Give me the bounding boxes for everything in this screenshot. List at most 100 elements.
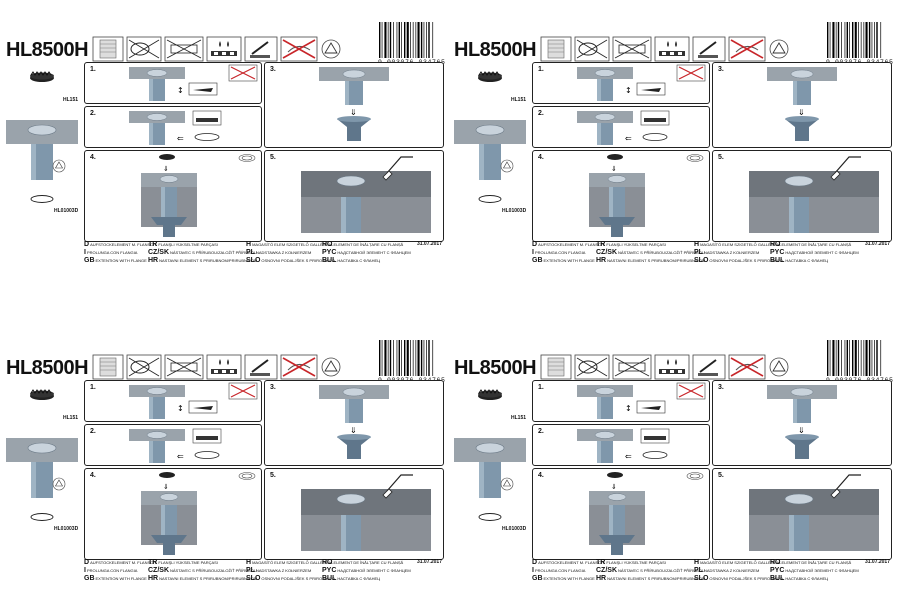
- legend-SLO: SLOOSNOVNI PODALJŠEK S PRIROBNICO: [246, 575, 335, 582]
- o-ring-part: [478, 195, 502, 203]
- crossed-pipe-icon: [164, 354, 204, 380]
- step-5-illustration: [301, 474, 431, 551]
- svg-text:⇓: ⇓: [798, 426, 805, 435]
- step-number: 5.: [270, 472, 276, 479]
- step-4-illustration: ⇓: [589, 154, 704, 237]
- barcode: [827, 340, 882, 376]
- part-label-bottom: HL01003D: [54, 208, 79, 214]
- print-date: 31.07.2017: [864, 559, 890, 565]
- legend-PYC: PYCНАДСТАВНОЙ ЭЛЕМЕНТ С ФЛАНЦЕМ: [322, 249, 411, 256]
- legend-GB: GBEXTENTION WITH FLANGE: [532, 575, 595, 582]
- legend-H: HMAGASÍTÓ ELEM SZIGETELŐ GALLÉRRAL: [246, 241, 334, 248]
- legend-SLO: SLOOSNOVNI PODALJŠEK S PRIROBNICO: [246, 257, 335, 264]
- flange-extension-part: [6, 438, 78, 498]
- no-pour-icon: [280, 354, 318, 380]
- step-number: 3.: [718, 66, 724, 73]
- legend-D: DAUFSTOCKELEMENT M. FLANSCH: [84, 241, 156, 248]
- legend-BUL: BULНАСТАВКА С ФЛАНЕЦ: [322, 575, 381, 582]
- legend-HR: HRNASTAVNI ELEMENT S PRIRUBNOM/PRIRUBNIC…: [596, 257, 706, 264]
- part-label-top: HL151: [511, 97, 527, 103]
- legend-HR: HRNASTAVNI ELEMENT S PRIRUBNOM/PRIRUBNIC…: [596, 575, 706, 582]
- svg-text:⇐: ⇐: [177, 134, 184, 143]
- no-drain-icon: [574, 36, 610, 62]
- parts-column: HL151 HL01003D: [454, 66, 530, 216]
- step-2-illustration: ⇐: [129, 110, 222, 145]
- legend-GB: GBEXTENTION WITH FLANGE: [84, 575, 147, 582]
- sealing-ring-part: [30, 389, 54, 400]
- step-number: 5.: [270, 154, 276, 161]
- legend-HR: HRNASTAVNI ELEMENT S PRIRUBNOM/PRIRUBNIC…: [148, 257, 258, 264]
- part-label-top: HL151: [511, 415, 527, 421]
- step-4-illustration: ⇓: [589, 472, 704, 555]
- legend-D: DAUFSTOCKELEMENT M. FLANSCH: [532, 559, 604, 566]
- svg-text:⇐: ⇐: [625, 452, 632, 461]
- legend-BUL: BULНАСТАВКА С ФЛАНЕЦ: [770, 257, 829, 264]
- grate-icon: [540, 36, 572, 62]
- step-1-illustration: ↕: [129, 382, 258, 419]
- no-pour-icon: [728, 36, 766, 62]
- sealant-tool-icon: [244, 354, 278, 380]
- legend-CZSK: CZ/SKNÁSTAVEC S PŘÍRUBOU/ZALOŽIŤ PŘÍRUBO…: [596, 249, 705, 256]
- barcode: [379, 340, 434, 376]
- legend-RO: ROELEMENT DE ÎNĂLȚARE CU FLANȘĂ: [770, 559, 852, 566]
- instruction-sheet: HL8500H: [6, 340, 446, 612]
- legend-CZSK: CZ/SKNÁSTAVEC S PŘÍRUBOU/ZALOŽIŤ PŘÍRUBO…: [148, 567, 257, 574]
- step-3-illustration: ⇓: [319, 67, 389, 141]
- legend-PL: PLNADSTAWKA Z KOŁNIERZEM: [246, 249, 312, 256]
- step-4-illustration: ⇓: [141, 154, 256, 237]
- svg-text:⇓: ⇓: [798, 108, 805, 117]
- svg-text:⇓: ⇓: [350, 426, 357, 435]
- step-1-panel: 1. ↕: [532, 380, 710, 422]
- step-4-panel: 4. ⇓: [532, 150, 710, 242]
- step-1-panel: 1. ↕: [84, 62, 262, 104]
- svg-text:⇓: ⇓: [350, 108, 357, 117]
- legend-I: IPROLUNGA CON FLANGIA: [532, 567, 586, 574]
- symbol-strip: [540, 36, 789, 62]
- legend-CZSK: CZ/SKNÁSTAVEC S PŘÍRUBOU/ZALOŽIŤ PŘÍRUBO…: [148, 249, 257, 256]
- step-2-illustration: ⇐: [129, 428, 222, 463]
- instruction-sheet: HL8500H: [6, 22, 446, 294]
- step-2-panel: 2. ⇐: [532, 106, 710, 148]
- barcode: [379, 22, 434, 58]
- legend-PYC: PYCНАДСТАВНОЙ ЭЛЕМЕНТ С ФЛАНЦЕМ: [770, 249, 859, 256]
- waterproofing-icon: [206, 354, 242, 380]
- barcode: [827, 22, 882, 58]
- step-1-panel: 1. ↕: [84, 380, 262, 422]
- step-4-illustration: ⇓: [141, 472, 256, 555]
- step-1-illustration: ↕: [577, 382, 706, 419]
- model-number: HL8500H: [454, 39, 537, 61]
- part-label-bottom: HL01003D: [502, 526, 527, 532]
- svg-text:↕: ↕: [177, 86, 184, 95]
- legend-PL: PLNADSTAWKA Z KOŁNIERZEM: [694, 567, 760, 574]
- no-drain-icon: [126, 36, 162, 62]
- step-3-illustration: ⇓: [767, 67, 837, 141]
- o-ring-part: [30, 513, 54, 521]
- step-number: 4.: [538, 472, 544, 479]
- step-5-panel: 5.: [712, 150, 892, 242]
- recycle-triangle-icon: [321, 39, 341, 59]
- legend-SLO: SLOOSNOVNI PODALJŠEK S PRIROBNICO: [694, 257, 783, 264]
- legend-TR: TRFLANŞLI YÜKSELTME PARÇASI: [596, 241, 666, 248]
- model-number: HL8500H: [6, 39, 89, 61]
- o-ring-part: [478, 513, 502, 521]
- legend-BUL: BULНАСТАВКА С ФЛАНЕЦ: [322, 257, 381, 264]
- parts-illustration: [454, 71, 526, 203]
- part-label-bottom: HL01003D: [54, 526, 79, 532]
- svg-text:⇐: ⇐: [177, 452, 184, 461]
- svg-text:⇐: ⇐: [625, 134, 632, 143]
- svg-text:⇓: ⇓: [611, 483, 617, 491]
- parts-column: HL151 HL01003D: [6, 384, 82, 534]
- step-number: 1.: [90, 384, 96, 391]
- part-label-bottom: HL01003D: [502, 208, 527, 214]
- step-3-illustration: ⇓: [319, 385, 389, 459]
- parts-illustration: [454, 389, 526, 521]
- step-number: 5.: [718, 472, 724, 479]
- recycle-triangle-icon: [321, 357, 341, 377]
- svg-text:⇓: ⇓: [163, 483, 169, 491]
- step-number: 2.: [538, 110, 544, 117]
- crossed-pipe-icon: [612, 354, 652, 380]
- step-2-panel: 2. ⇐: [84, 106, 262, 148]
- grate-icon: [92, 36, 124, 62]
- step-number: 3.: [270, 66, 276, 73]
- recycle-triangle-icon: [769, 357, 789, 377]
